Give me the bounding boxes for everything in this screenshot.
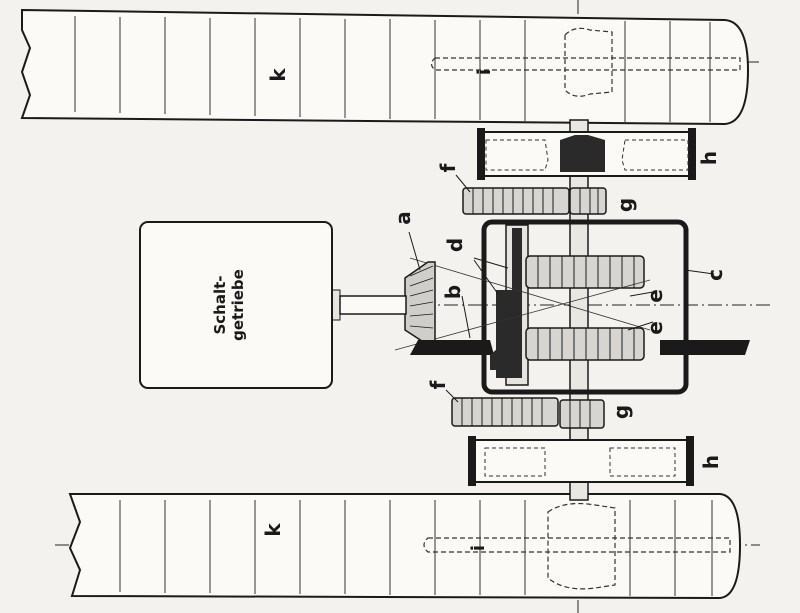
leader-lines — [408, 174, 715, 403]
label-h-bottom: h — [699, 455, 723, 469]
housing-c — [481, 219, 689, 395]
label-k-bottom: k — [261, 523, 285, 537]
label-h-top: h — [697, 151, 721, 165]
gear-e-bottom — [525, 327, 645, 361]
construction-lines — [394, 257, 651, 351]
label-f-bottom: f — [426, 380, 450, 389]
gearbox-label-line1: Schalt- — [211, 275, 229, 334]
gearbox-label-line2: getriebe — [229, 269, 247, 341]
input-shaft — [325, 289, 407, 321]
label-i-top: i — [474, 69, 495, 75]
brake-drum-bottom — [468, 436, 694, 486]
label-b: b — [441, 285, 465, 299]
label-f-top: f — [436, 163, 460, 172]
gear-f-bottom — [451, 397, 559, 427]
label-i-bottom: i — [468, 545, 489, 551]
brake-drum-top — [477, 128, 696, 180]
label-d: d — [443, 238, 467, 252]
gear-g-bottom — [559, 399, 605, 429]
label-e-upper: e — [643, 289, 667, 303]
label-c: c — [703, 269, 727, 281]
label-k-top: k — [266, 68, 290, 82]
wheel-top — [20, 8, 750, 126]
label-g-top: g — [613, 198, 637, 212]
gear-f-top — [462, 187, 570, 215]
bevel-pinion-a — [404, 261, 436, 346]
wheel-bottom — [68, 493, 742, 600]
crown-wheel-b — [410, 340, 750, 370]
gear-g-top — [569, 187, 607, 215]
gearbox-box — [139, 221, 333, 389]
label-g-bottom: g — [609, 405, 633, 419]
label-a: a — [391, 211, 415, 225]
gear-e-top — [525, 255, 645, 289]
label-e-lower: e — [643, 321, 667, 335]
